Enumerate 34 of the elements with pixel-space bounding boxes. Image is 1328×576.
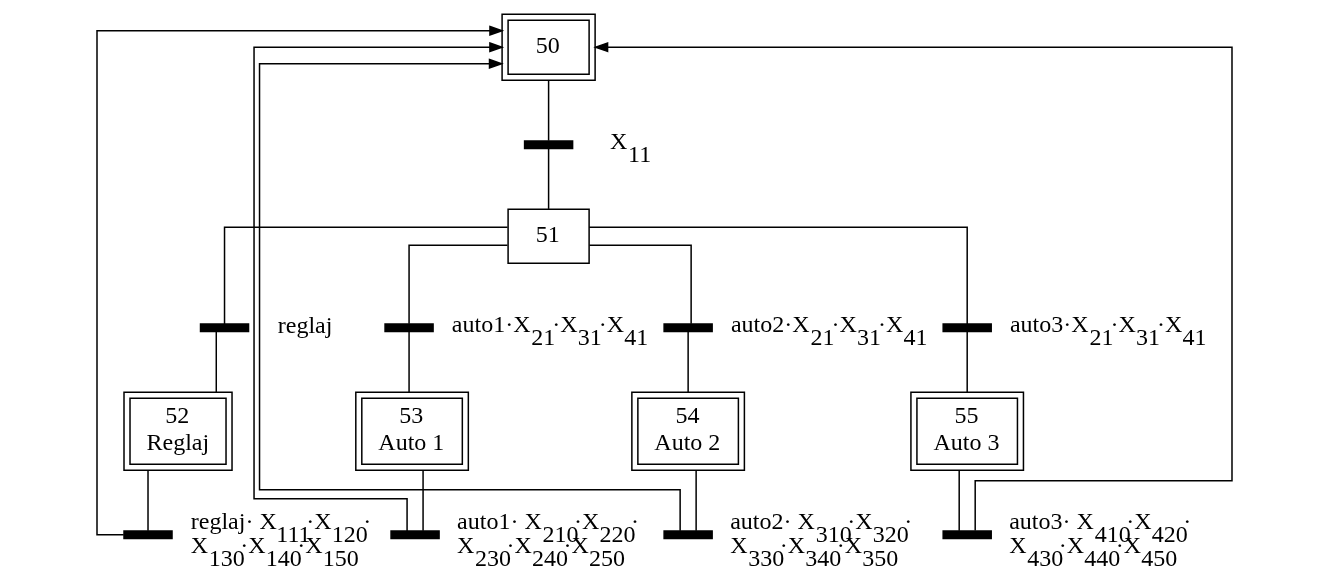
connector	[547, 79, 549, 142]
connector	[686, 330, 689, 393]
connector	[957, 469, 960, 532]
node-bar	[941, 530, 992, 540]
node-bar	[662, 530, 713, 540]
node-bar	[122, 530, 173, 540]
arrow	[95, 25, 504, 536]
connector	[587, 226, 968, 325]
node-bar	[941, 323, 992, 333]
node-bar	[199, 323, 249, 333]
arrow	[258, 58, 681, 532]
arrow	[592, 41, 1233, 532]
connector	[146, 469, 149, 532]
connector	[407, 330, 410, 393]
node-box: 50	[500, 13, 596, 81]
connector	[421, 469, 424, 532]
node-bar	[523, 140, 573, 150]
connector	[965, 330, 968, 393]
node-bar	[383, 323, 434, 333]
connector	[215, 330, 217, 393]
connector	[694, 469, 697, 532]
connector	[547, 147, 549, 210]
arrow	[252, 41, 504, 532]
node-box: 51	[506, 208, 590, 264]
connector	[223, 226, 508, 325]
node-bar	[662, 323, 713, 333]
node-label: reglaj	[277, 312, 332, 339]
node-box: 52 Reglaj	[122, 391, 233, 472]
connector	[588, 244, 692, 325]
node-bar	[389, 530, 440, 540]
connector	[407, 244, 508, 325]
node-box: 54 Auto 2	[630, 391, 745, 472]
node-box: 55 Auto 3	[909, 391, 1024, 472]
node-box: 53 Auto 1	[354, 391, 469, 472]
